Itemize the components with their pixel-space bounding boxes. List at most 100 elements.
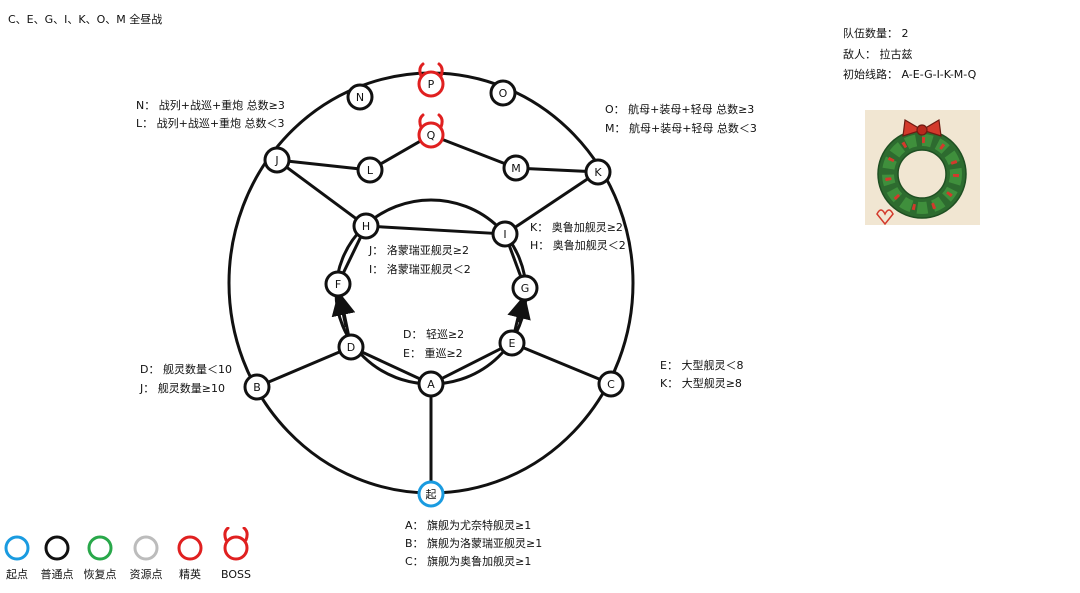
node-circle bbox=[337, 333, 365, 361]
node-j: J bbox=[263, 146, 291, 174]
node-circle bbox=[489, 79, 517, 107]
legend-label-start: 起点 bbox=[6, 568, 28, 581]
legend-icon-elite bbox=[177, 535, 203, 561]
node-n: N bbox=[346, 83, 374, 111]
node-circle bbox=[263, 146, 291, 174]
condition-line: L： 战列+战巡+重炮 总数＜3 bbox=[136, 117, 285, 130]
node-circle bbox=[352, 212, 380, 240]
node-l: L bbox=[356, 156, 384, 184]
condition-line: D： 舰灵数量＜10 bbox=[140, 363, 232, 376]
node-circle bbox=[584, 158, 612, 186]
node-circle bbox=[417, 370, 445, 398]
edge-H-J bbox=[285, 165, 358, 221]
condition-line: B： 旗舰为洛蒙瑞亚舰灵≥1 bbox=[405, 537, 543, 550]
legend-label-boss: BOSS bbox=[221, 568, 251, 581]
node-label: M bbox=[511, 162, 521, 175]
condition-line: E： 大型舰灵＜8 bbox=[660, 359, 744, 372]
edge-A-E bbox=[441, 347, 502, 380]
edge-E-C bbox=[522, 346, 601, 381]
node-label: K bbox=[594, 166, 602, 179]
node-label: F bbox=[335, 278, 341, 291]
node-c: C bbox=[597, 370, 625, 398]
condition-line: I： 洛蒙瑞亚舰灵＜2 bbox=[369, 263, 471, 276]
edge-J-L bbox=[288, 159, 359, 171]
direction-arrow bbox=[507, 294, 531, 323]
legend-label-repair: 恢复点 bbox=[83, 568, 117, 581]
legend-circle bbox=[177, 535, 203, 561]
fleet-count: 队伍数量： 2 bbox=[843, 27, 909, 40]
node-circle bbox=[417, 70, 445, 98]
node-label: N bbox=[356, 91, 364, 104]
node-circle bbox=[417, 121, 445, 149]
edge-A-D bbox=[361, 350, 421, 381]
legend-label-resource: 资源点 bbox=[129, 568, 163, 581]
edge-L-Q bbox=[379, 139, 422, 166]
edge-M-K bbox=[527, 167, 587, 173]
node-label: G bbox=[521, 282, 530, 295]
boss-horns bbox=[418, 113, 444, 129]
node-a: A bbox=[417, 370, 445, 398]
node-circle bbox=[498, 329, 526, 357]
condition-line: E： 重巡≥2 bbox=[403, 347, 463, 360]
node-e: E bbox=[498, 329, 526, 357]
node-label: Q bbox=[427, 129, 436, 142]
node-circle bbox=[346, 83, 374, 111]
node-label: D bbox=[347, 341, 355, 354]
direction-arrow bbox=[331, 291, 356, 328]
edge-Q-M bbox=[441, 137, 506, 166]
condition-line: H： 奥鲁加舰灵＜2 bbox=[530, 239, 626, 252]
condition-line: K： 大型舰灵≥8 bbox=[660, 377, 742, 390]
condition-line: O： 航母+装母+轻母 总数≥3 bbox=[605, 103, 755, 116]
node-start: 起 bbox=[417, 480, 445, 508]
wreath-illustration bbox=[865, 110, 980, 225]
node-i: I bbox=[491, 220, 519, 248]
legend-circle bbox=[133, 535, 159, 561]
condition-line: N： 战列+战巡+重炮 总数≥3 bbox=[136, 99, 285, 112]
legend-circle bbox=[87, 535, 113, 561]
node-f: F bbox=[324, 270, 352, 298]
node-circle bbox=[243, 373, 271, 401]
node-label: L bbox=[367, 164, 374, 177]
legend-icon-repair bbox=[87, 535, 113, 561]
node-label: I bbox=[503, 228, 506, 241]
legend-circle bbox=[44, 535, 70, 561]
boss-horns bbox=[223, 527, 249, 542]
edge-G-I bbox=[507, 244, 523, 278]
legend-icon-start bbox=[4, 535, 30, 561]
node-label: C bbox=[607, 378, 615, 391]
node-d: D bbox=[337, 333, 365, 361]
node-circle bbox=[417, 480, 445, 508]
condition-line: J： 舰灵数量≥10 bbox=[140, 382, 225, 395]
node-label: H bbox=[362, 220, 370, 233]
edge-D-B bbox=[267, 350, 341, 384]
legend-circle bbox=[4, 535, 30, 561]
condition-line: A： 旗舰为尤奈特舰灵≥1 bbox=[405, 519, 532, 532]
node-h: H bbox=[352, 212, 380, 240]
legend-icon-resource bbox=[133, 535, 159, 561]
legend-label-elite: 精英 bbox=[179, 568, 201, 581]
node-label: O bbox=[499, 87, 508, 100]
node-g: G bbox=[511, 274, 539, 302]
condition-line: D： 轻巡≥2 bbox=[403, 328, 465, 341]
legend-label-normal: 普通点 bbox=[40, 568, 74, 581]
legend-icon-boss bbox=[223, 527, 249, 561]
node-o: O bbox=[489, 79, 517, 107]
battle-note: C、E、G、I、K、O、M 全昼战 bbox=[8, 13, 163, 26]
node-circle bbox=[597, 370, 625, 398]
node-circle bbox=[502, 154, 530, 182]
node-label: P bbox=[428, 78, 435, 91]
enemy-name: 敌人： 拉古兹 bbox=[843, 48, 913, 61]
node-label: E bbox=[509, 337, 516, 350]
node-k: K bbox=[584, 158, 612, 186]
initial-route: 初始线路： A-E-G-I-K-M-Q bbox=[843, 68, 977, 81]
node-circle bbox=[356, 156, 384, 184]
boss-horns bbox=[418, 62, 444, 78]
condition-line: C： 旗舰为奥鲁加舰灵≥1 bbox=[405, 555, 532, 568]
edge-H-I bbox=[377, 225, 494, 235]
node-label: J bbox=[274, 154, 278, 167]
condition-line: K： 奥鲁加舰灵≥2 bbox=[530, 221, 623, 234]
edge-F-H bbox=[341, 236, 363, 274]
node-label: B bbox=[253, 381, 261, 394]
